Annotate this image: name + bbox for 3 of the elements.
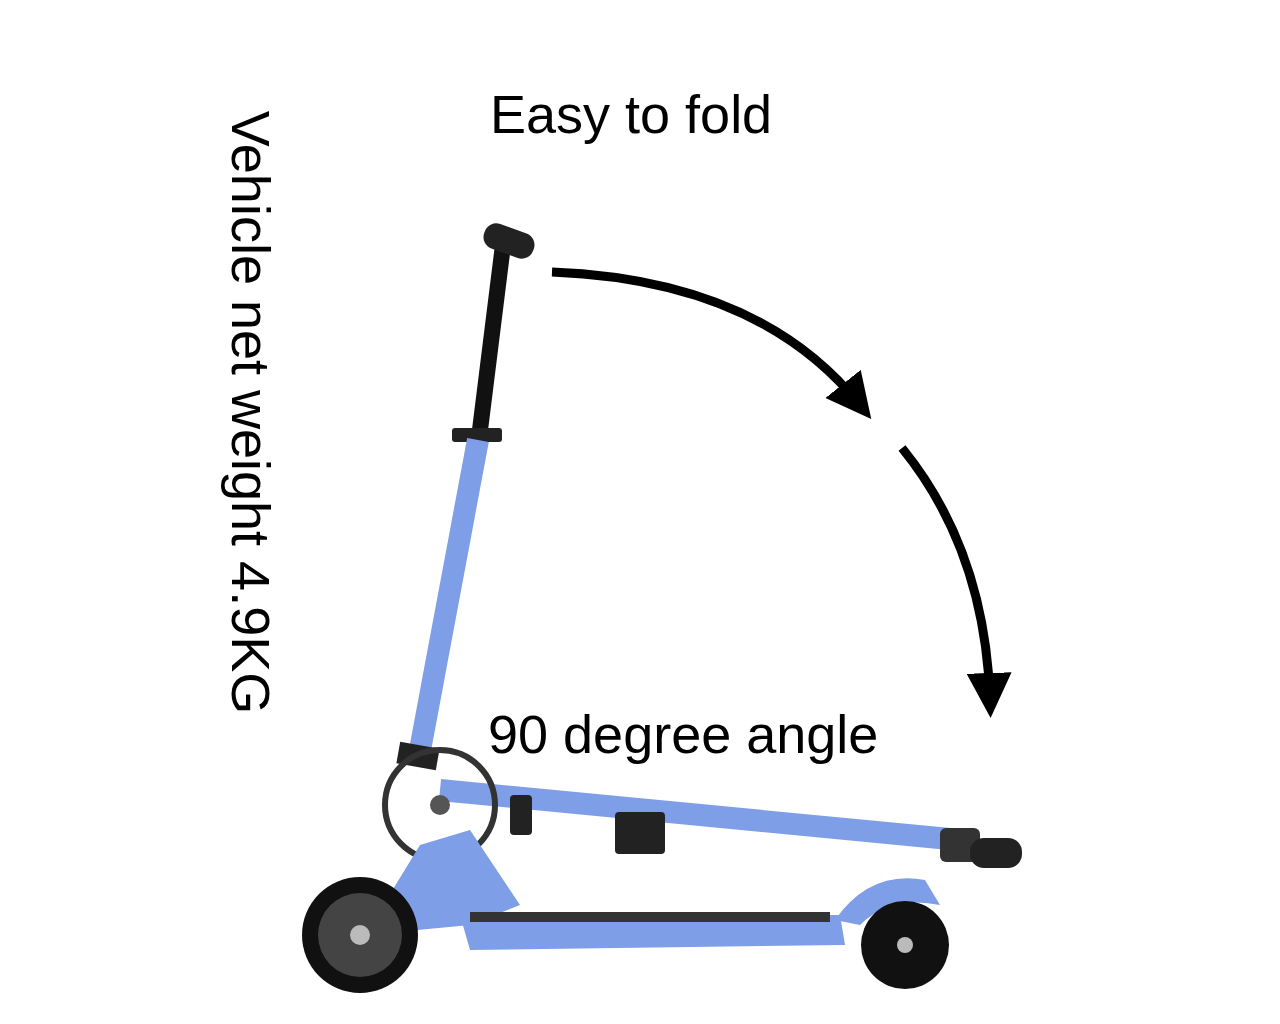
caption-text: Easy to fold <box>490 83 773 146</box>
caption-text: Vehicle net weight 4.9KG <box>219 109 282 717</box>
caption-text: 90 degree angle <box>488 703 879 766</box>
